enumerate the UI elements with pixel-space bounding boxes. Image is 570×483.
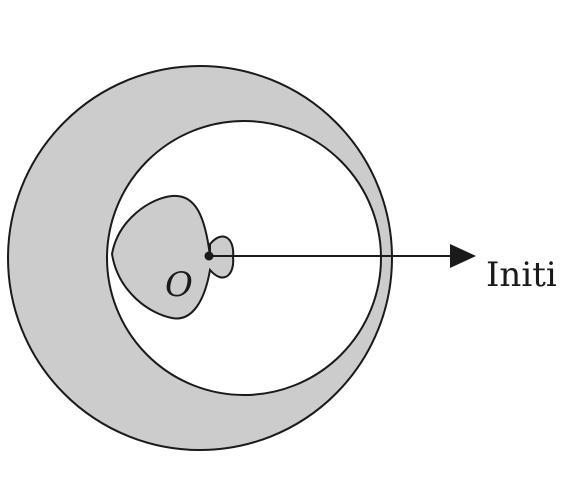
cardioid [110,194,235,320]
arrow-head-icon [450,244,476,268]
pole-point [204,251,214,261]
inner-circle [106,120,382,396]
origin-label: O [165,265,193,305]
initial-line-label: Initi [486,255,557,295]
